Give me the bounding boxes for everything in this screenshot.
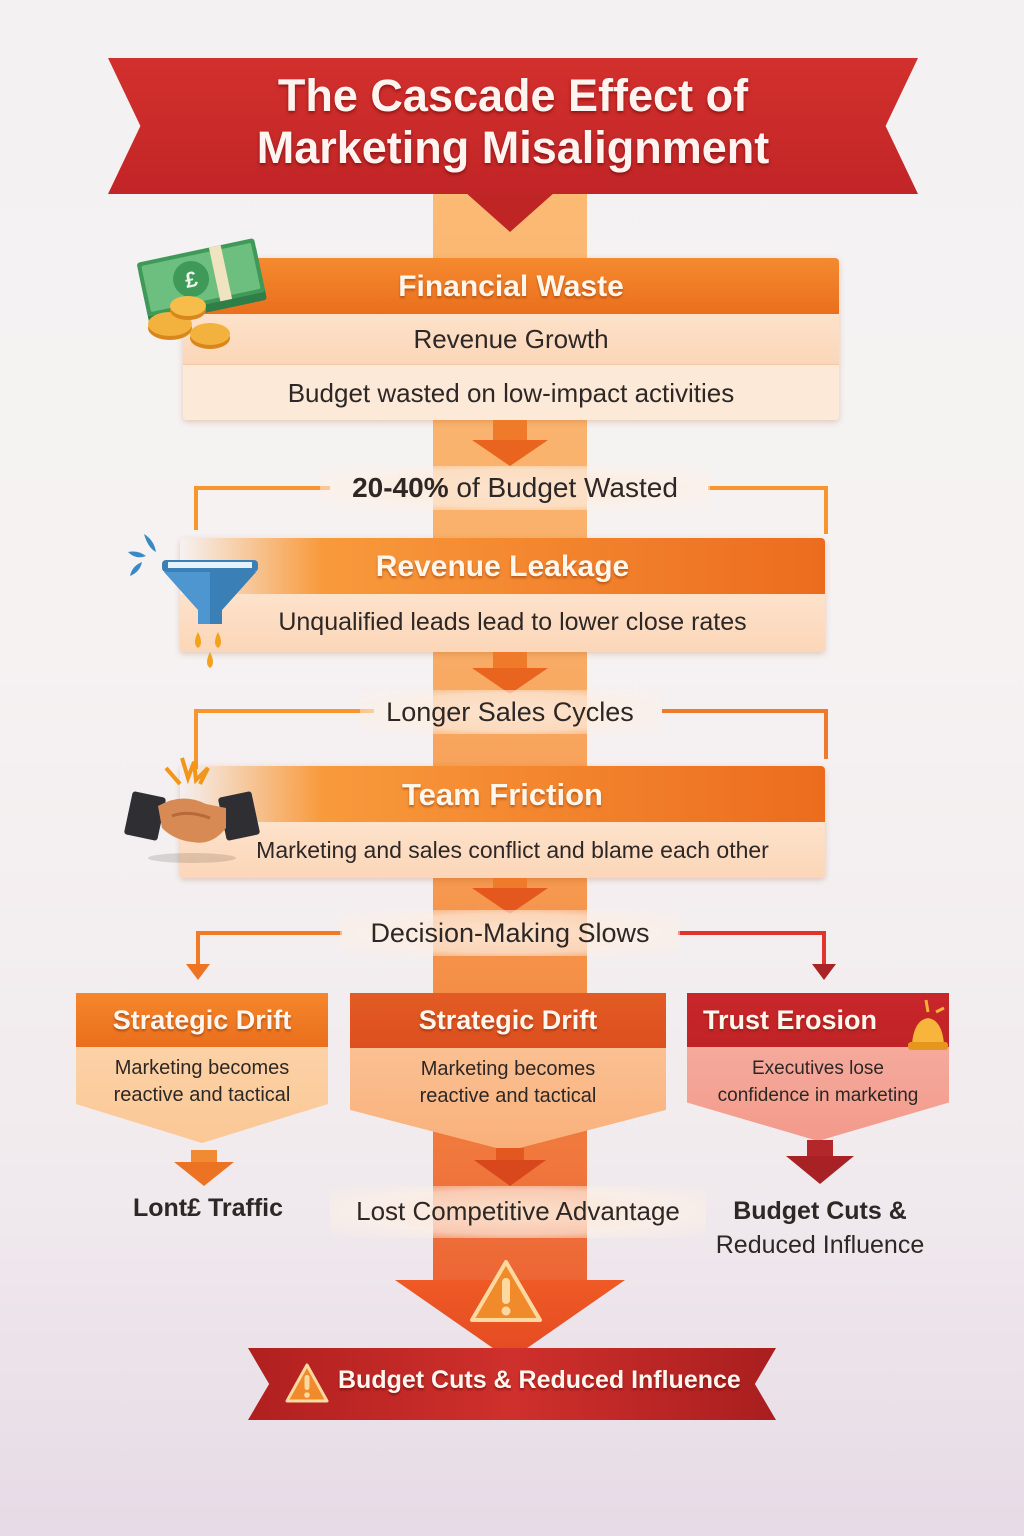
- budget-wasted-text: of Budget Wasted: [448, 472, 678, 503]
- down-arrow: [786, 1140, 854, 1184]
- down-arrow: [472, 878, 548, 914]
- down-arrow: [472, 652, 548, 694]
- step-heading: Revenue Leakage: [180, 538, 825, 594]
- down-arrow: [474, 1148, 546, 1186]
- connector-label-longer-sales-cycles: Longer Sales Cycles: [360, 690, 660, 734]
- alarm-bell-icon: [906, 998, 952, 1056]
- branch-arrow-left: [186, 964, 210, 980]
- branch-arrow-right: [812, 964, 836, 980]
- branch-description: Marketing becomes reactive and tactical: [76, 1047, 328, 1143]
- warning-triangle-icon: [468, 1258, 544, 1324]
- branch-heading: Strategic Drift: [350, 993, 666, 1048]
- title-line-1: The Cascade Effect of: [277, 70, 749, 121]
- connector-label-decision-making-slows: Decision-Making Slows: [340, 910, 680, 956]
- title-line-2: Marketing Misalignment: [256, 122, 770, 173]
- branch-heading: Strategic Drift: [76, 993, 328, 1047]
- step-row: Budget wasted on low-impact activities: [183, 364, 839, 420]
- branch-description: Executives lose confidence in marketing: [687, 1047, 949, 1141]
- branch-description-line: confidence in marketing: [717, 1085, 919, 1106]
- down-arrow: [472, 420, 548, 466]
- branch-connector-right: [678, 931, 826, 969]
- connector-bracket: [662, 709, 828, 759]
- connector-bracket: [194, 486, 330, 530]
- step-heading: Financial Waste: [183, 258, 839, 314]
- branch-connector-left: [196, 931, 342, 969]
- branch-heading-text: Trust Erosion: [703, 1005, 878, 1035]
- branch-heading: Trust Erosion: [687, 993, 949, 1047]
- handshake-clash-icon: [122, 754, 262, 864]
- step-card-financial-waste: Financial Waste Revenue Growth Budget wa…: [183, 258, 839, 420]
- step-row: Marketing and sales conflict and blame e…: [180, 822, 825, 878]
- branch-description: Marketing becomes reactive and tactical: [350, 1048, 666, 1144]
- money-stack-icon: £: [130, 228, 280, 358]
- outcome-right-line: Reduced Influence: [715, 1231, 925, 1259]
- step-card-team-friction: Team Friction Marketing and sales confli…: [180, 766, 825, 878]
- final-outcome-banner: [248, 1348, 776, 1420]
- warning-triangle-icon: [284, 1362, 330, 1404]
- branch-description-line: reactive and tactical: [419, 1085, 597, 1107]
- down-arrow: [174, 1150, 234, 1186]
- connector-label-budget-wasted: 20-40% of Budget Wasted: [320, 466, 710, 510]
- branch-description-line: reactive and tactical: [113, 1084, 291, 1106]
- connector-bracket: [194, 709, 374, 769]
- step-row: Unqualified leads lead to lower close ra…: [180, 594, 825, 652]
- step-row: Revenue Growth: [183, 314, 839, 364]
- step-card-revenue-leakage: Revenue Leakage Unqualified leads lead t…: [180, 538, 825, 652]
- budget-wasted-percent: 20-40%: [352, 472, 449, 503]
- branch-description-line: Executives lose: [751, 1058, 884, 1079]
- step-heading: Team Friction: [180, 766, 825, 822]
- outcome-left: Lont£ Traffic: [132, 1194, 283, 1222]
- final-outcome-label: Budget Cuts & Reduced Influence: [338, 1366, 741, 1394]
- outcome-right-line: Budget Cuts &: [733, 1197, 907, 1225]
- branch-description-line: Marketing becomes: [420, 1058, 596, 1080]
- connector-bracket: [708, 486, 828, 534]
- outcome-center: Lost Competitive Advantage: [330, 1186, 706, 1238]
- leaking-funnel-icon: [122, 528, 272, 678]
- title-banner: [108, 58, 918, 194]
- outcome-right: Budget Cuts & Reduced Influence: [690, 1194, 950, 1262]
- branch-description-line: Marketing becomes: [114, 1057, 290, 1079]
- page-title: The Cascade Effect of Marketing Misalign…: [108, 70, 918, 174]
- branch-card-strategic-drift-center: Strategic Drift Marketing becomes reacti…: [350, 993, 666, 1151]
- branch-card-strategic-drift-left: Strategic Drift Marketing becomes reacti…: [76, 993, 328, 1143]
